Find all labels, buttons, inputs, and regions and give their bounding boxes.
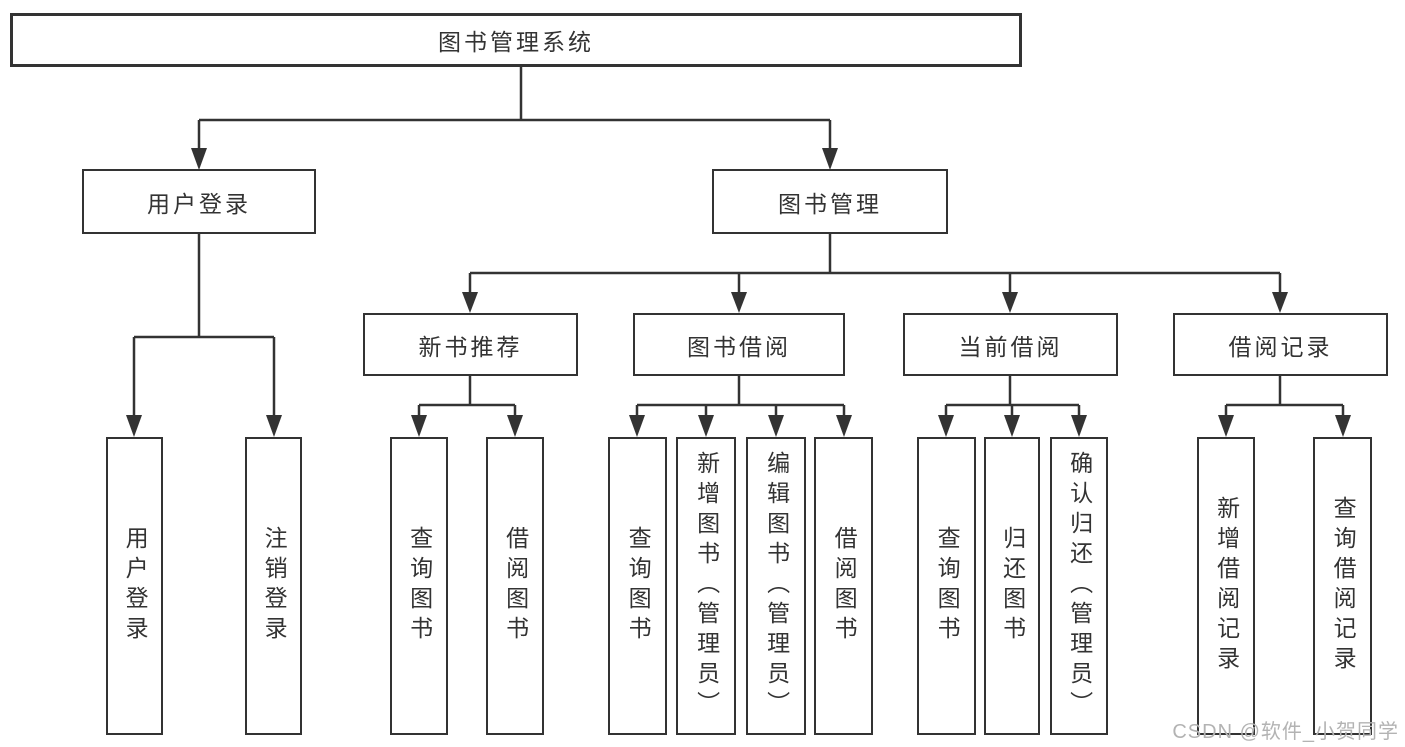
leaf-query-books-borrowing: 查询图书: [608, 437, 667, 735]
leaf-edit-books-admin: 编辑图书（管理员）: [746, 437, 806, 735]
arrow-down-icon: [938, 415, 954, 437]
arrow-down-icon: [1002, 292, 1018, 313]
leaf-return-books: 归还图书: [984, 437, 1040, 735]
node-label: 新增图书（管理员）: [693, 451, 720, 721]
node-label: 新增借阅记录: [1213, 496, 1240, 676]
node-label: 借阅图书: [502, 526, 529, 646]
node-label: 查询借阅记录: [1330, 496, 1357, 676]
arrow-down-icon: [1071, 415, 1087, 437]
node-label: 查询图书: [625, 526, 652, 646]
node-book-management-system: 图书管理系统: [10, 13, 1022, 67]
arrow-down-icon: [266, 415, 282, 437]
node-label: 注销登录: [261, 526, 288, 646]
node-label: 编辑图书（管理员）: [763, 451, 790, 721]
node-user-login: 用户登录: [82, 169, 316, 234]
node-label: 借阅图书: [831, 526, 858, 646]
leaf-add-borrow-record: 新增借阅记录: [1197, 437, 1255, 735]
leaf-logout: 注销登录: [245, 437, 302, 735]
arrow-down-icon: [731, 292, 747, 313]
arrow-down-icon: [629, 415, 645, 437]
arrow-down-icon: [1218, 415, 1234, 437]
leaf-user-login: 用户登录: [106, 437, 163, 735]
arrow-down-icon: [1272, 292, 1288, 313]
node-new-book-recommend: 新书推荐: [363, 313, 578, 376]
node-book-borrowing: 图书借阅: [633, 313, 845, 376]
leaf-query-books-recommend: 查询图书: [390, 437, 448, 735]
node-label: 图书管理: [778, 190, 882, 217]
node-label: 图书借阅: [687, 333, 791, 360]
arrow-down-icon: [822, 148, 838, 170]
node-label: 用户登录: [147, 190, 251, 217]
node-label: 查询图书: [406, 526, 433, 646]
arrow-down-icon: [698, 415, 714, 437]
arrow-down-icon: [191, 148, 207, 170]
node-label: 图书管理系统: [438, 29, 594, 55]
node-borrowing-records: 借阅记录: [1173, 313, 1388, 376]
leaf-add-books-admin: 新增图书（管理员）: [676, 437, 736, 735]
arrow-down-icon: [836, 415, 852, 437]
node-label: 归还图书: [999, 526, 1026, 646]
leaf-query-borrow-record: 查询借阅记录: [1313, 437, 1372, 735]
node-current-borrowing: 当前借阅: [903, 313, 1118, 376]
arrow-down-icon: [126, 415, 142, 437]
arrow-down-icon: [768, 415, 784, 437]
arrow-down-icon: [1335, 415, 1351, 437]
node-label: 查询图书: [934, 526, 961, 646]
node-label: 借阅记录: [1228, 333, 1333, 360]
node-label: 确认归还（管理员）: [1066, 451, 1093, 721]
leaf-query-books-current: 查询图书: [917, 437, 976, 735]
node-book-management: 图书管理: [712, 169, 948, 234]
watermark: CSDN @软件_小贺同学: [1172, 721, 1399, 743]
arrow-down-icon: [507, 415, 523, 437]
arrow-down-icon: [1004, 415, 1020, 437]
leaf-borrow-books-borrowing: 借阅图书: [814, 437, 873, 735]
leaf-confirm-return-admin: 确认归还（管理员）: [1050, 437, 1108, 735]
arrow-down-icon: [462, 292, 478, 313]
node-label: 当前借阅: [958, 333, 1063, 360]
arrow-down-icon: [411, 415, 427, 437]
node-label: 新书推荐: [418, 333, 523, 360]
leaf-borrow-books-recommend: 借阅图书: [486, 437, 544, 735]
node-label: 用户登录: [122, 526, 149, 646]
